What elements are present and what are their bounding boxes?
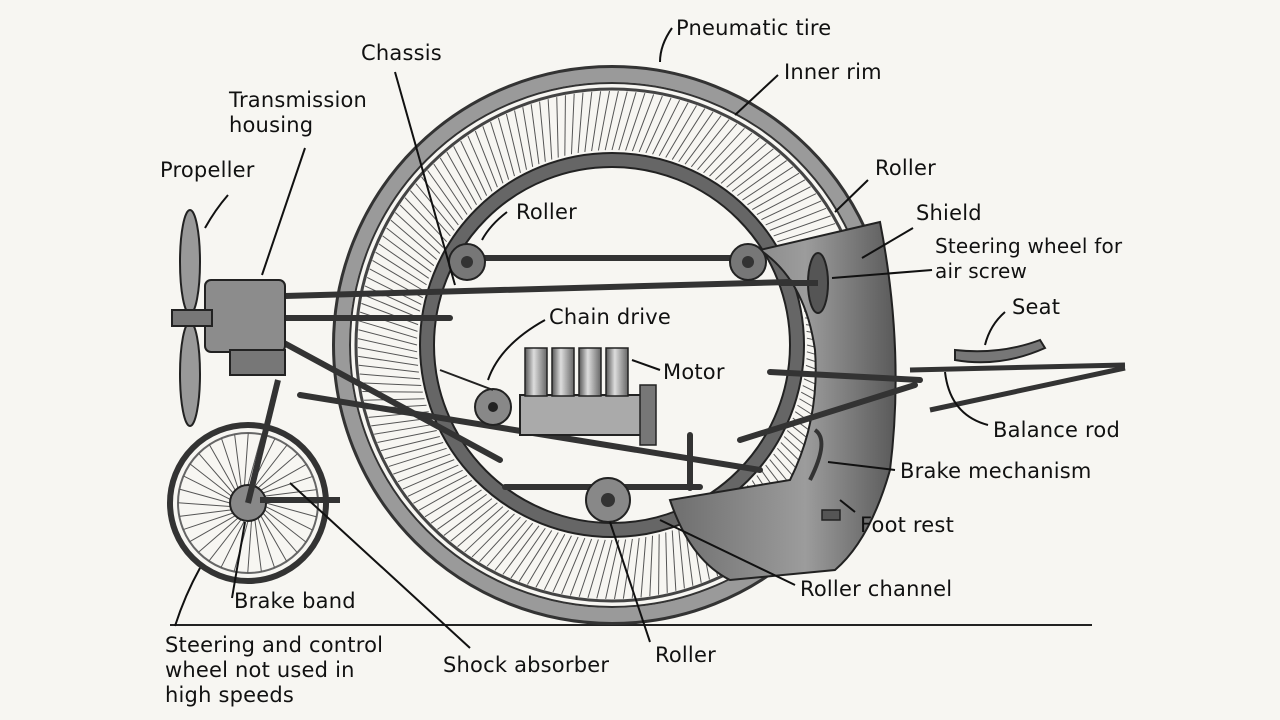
label-shield: Shield bbox=[916, 201, 982, 225]
label-steering-line-1: Steering and control bbox=[165, 633, 384, 657]
label-brake-band: Brake band bbox=[234, 589, 356, 613]
shield bbox=[668, 220, 897, 582]
label-transmission-line-2: housing bbox=[229, 113, 314, 137]
label-steering-line-3: high speeds bbox=[165, 683, 295, 707]
label-pneumatic-tire: Pneumatic tire bbox=[676, 16, 832, 40]
air-screw-steering-wheel bbox=[780, 252, 829, 314]
label-motor: Motor bbox=[663, 360, 725, 384]
propeller bbox=[171, 209, 213, 427]
label-transmission-line-1: Transmission bbox=[229, 88, 368, 112]
roller-bottom bbox=[585, 477, 631, 523]
label-brake-mechanism: Brake mechanism bbox=[900, 459, 1092, 483]
control-wheel bbox=[167, 379, 340, 584]
label-roller-upper-left: Roller bbox=[516, 200, 577, 224]
label-steering-control-wheel: Steering and control wheel not used in h… bbox=[165, 633, 383, 708]
label-transmission-housing: Transmission housing bbox=[229, 88, 367, 138]
foot-rest bbox=[821, 509, 841, 521]
label-balance-rod: Balance rod bbox=[993, 418, 1120, 442]
label-shock-absorber: Shock absorber bbox=[443, 653, 610, 677]
label-chassis: Chassis bbox=[361, 41, 442, 65]
label-steering-line-2: wheel not used in bbox=[165, 658, 355, 682]
label-air-screw-line-1: Steering wheel for bbox=[935, 234, 1123, 258]
chain-drive bbox=[439, 369, 512, 426]
label-foot-rest: Foot rest bbox=[860, 513, 955, 537]
label-roller-channel: Roller channel bbox=[800, 577, 953, 601]
roller-upper-left bbox=[448, 243, 486, 281]
label-inner-rim: Inner rim bbox=[784, 60, 882, 84]
brake-mechanism bbox=[808, 428, 824, 481]
label-air-screw-line-2: air screw bbox=[935, 259, 1028, 283]
label-air-screw-steering: Steering wheel for air screw bbox=[935, 234, 1122, 284]
roller-channel-ring bbox=[420, 153, 804, 537]
label-seat: Seat bbox=[1012, 295, 1061, 319]
transmission-housing bbox=[204, 279, 286, 376]
label-roller-bottom: Roller bbox=[655, 643, 716, 667]
label-roller-upper-right: Roller bbox=[875, 156, 936, 180]
motor bbox=[519, 347, 657, 446]
label-propeller: Propeller bbox=[160, 158, 255, 182]
roller-upper-right bbox=[729, 243, 767, 281]
label-chain-drive: Chain drive bbox=[549, 305, 672, 329]
leader-lines bbox=[174, 27, 1006, 649]
seat-assembly bbox=[909, 338, 1126, 413]
